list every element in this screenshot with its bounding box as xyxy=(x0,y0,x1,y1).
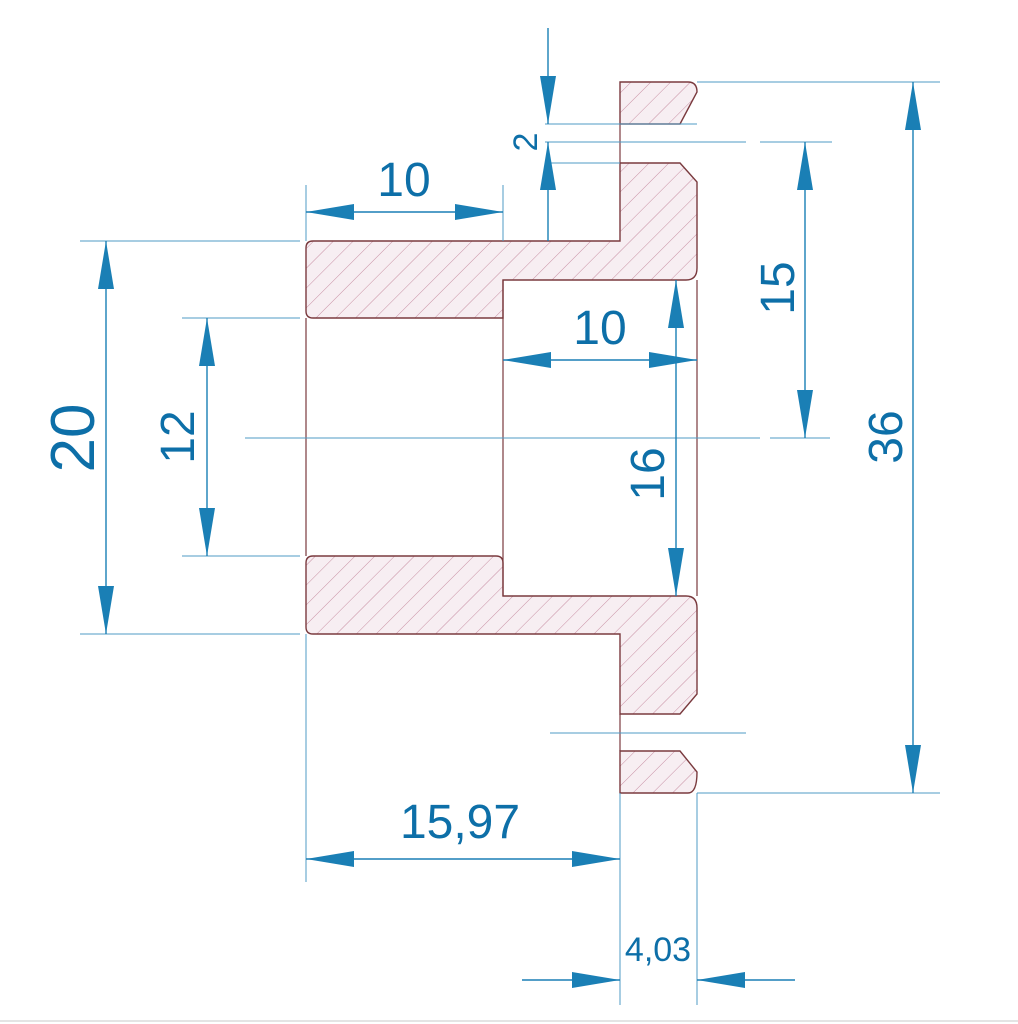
dim-flange-thickness: 4,03 xyxy=(625,931,691,969)
dim-step-length: 10 xyxy=(573,302,626,355)
dimension-lines xyxy=(98,28,921,988)
dim-groove-width: 2 xyxy=(507,133,545,152)
upper-body-section xyxy=(305,162,698,319)
extension-lines xyxy=(80,81,940,1005)
lower-body-section xyxy=(305,555,698,715)
dim-body-length: 15,97 xyxy=(400,796,520,849)
dim-hub-length: 10 xyxy=(377,154,430,207)
dim-bore-step-diameter: 16 xyxy=(622,447,675,500)
flange-top-lip xyxy=(619,81,698,125)
part-section xyxy=(305,81,698,794)
flange-bottom-lip xyxy=(619,750,698,794)
dim-flange-inner: 15 xyxy=(752,261,805,314)
dim-hub-diameter: 20 xyxy=(39,404,108,473)
dimension-labels: 36 15 16 20 12 10 10 2 15,97 4,03 xyxy=(39,133,913,969)
dim-inner-bore: 12 xyxy=(152,410,205,463)
dim-outer-diameter: 36 xyxy=(860,410,913,463)
